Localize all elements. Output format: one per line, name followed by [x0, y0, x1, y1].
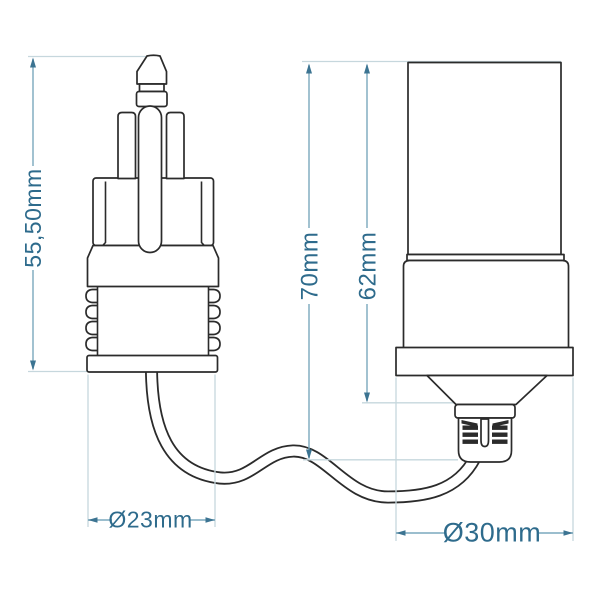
socket-fin-base-band [406, 253, 565, 262]
arrowhead-left [396, 530, 406, 536]
plug-tip-collar [135, 90, 168, 108]
socket-vent-slats [462, 425, 508, 444]
connecting-cable [145, 369, 481, 504]
arrowhead-up [30, 57, 36, 68]
cable-core [146, 369, 480, 502]
socket-vent-wedge-left [461, 420, 478, 427]
arrowhead-up [364, 63, 370, 74]
arrowhead-up [306, 63, 312, 74]
socket-length-overall-label: 70mm [297, 232, 324, 301]
lighter-socket-drawing [395, 61, 574, 463]
arrowhead-right [205, 517, 215, 523]
plug-height-label: 55,50mm [20, 168, 46, 267]
din-plug-drawing [85, 54, 221, 373]
plug-tip-groove [138, 83, 165, 93]
socket-finned-body [407, 61, 562, 256]
arrowhead-left [88, 517, 98, 523]
arrowhead-right [563, 530, 573, 536]
socket-rear-collar [454, 403, 516, 419]
socket-knurled-ring [395, 346, 574, 377]
plug-grip-walls [96, 286, 210, 356]
arrowhead-down [364, 392, 370, 403]
socket-length-body-label: 62mm [355, 232, 382, 301]
plug-side-spring-left [117, 111, 137, 180]
arrowhead-down [306, 449, 312, 460]
arrowhead-down [30, 360, 36, 371]
plug-tip [136, 54, 168, 85]
plug-base-plate [86, 354, 219, 373]
socket-smooth-body [402, 259, 570, 350]
plug-center-pin [137, 105, 163, 254]
plug-diameter-label: Ø23mm [108, 507, 192, 533]
socket-center-slot [480, 418, 490, 448]
plug-grip-ribs [85, 288, 221, 352]
dimension-annotations: 55,50mm 70mm 62mm Ø23mm Ø30mm [20, 55, 574, 548]
plug-lower-body [86, 244, 220, 288]
socket-cone [426, 374, 548, 406]
socket-diameter-label: Ø30mm [443, 518, 542, 548]
socket-vent-wedge-right [492, 420, 509, 427]
plug-side-spring-right [165, 111, 185, 180]
